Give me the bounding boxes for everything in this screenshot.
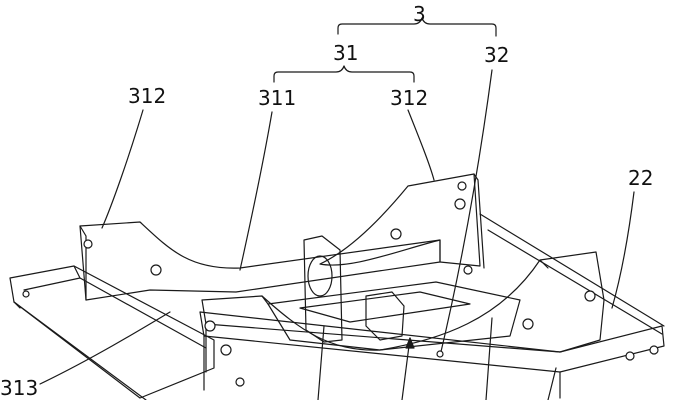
leader-32 bbox=[439, 69, 493, 357]
bolt bbox=[150, 264, 162, 276]
leader-bottom-4 bbox=[547, 367, 557, 400]
bolt bbox=[436, 350, 444, 358]
bolt bbox=[649, 345, 659, 355]
bolt bbox=[522, 318, 534, 330]
ref-numeral-312-right: 312 bbox=[390, 86, 429, 110]
ref-numeral-312-left: 312 bbox=[128, 84, 167, 108]
bolt bbox=[204, 320, 216, 332]
side-plate-right bbox=[319, 173, 481, 267]
bolt bbox=[390, 228, 402, 240]
ref-numeral-32: 32 bbox=[484, 43, 510, 67]
left-tray-inner bbox=[13, 265, 207, 349]
floor-panel bbox=[267, 281, 521, 351]
bolt bbox=[625, 351, 635, 361]
front-plate-inner bbox=[205, 259, 549, 373]
ref-numeral-22: 22 bbox=[628, 166, 654, 190]
leader-313 bbox=[39, 311, 171, 385]
bolt bbox=[463, 265, 473, 275]
leader-312-right bbox=[407, 109, 435, 181]
side-plate-right-flange bbox=[473, 173, 485, 269]
mount-bracket bbox=[303, 235, 343, 343]
base-front-rail-edge bbox=[203, 335, 561, 399]
ref-numeral-311: 311 bbox=[258, 86, 297, 110]
arrow-marker bbox=[405, 337, 415, 349]
side-plate-left bbox=[79, 221, 441, 301]
bolt bbox=[584, 290, 596, 302]
ref-numeral-31: 31 bbox=[333, 41, 359, 65]
leader-311 bbox=[239, 111, 273, 271]
side-plate-left-flange bbox=[79, 225, 87, 301]
brace-31 bbox=[273, 65, 415, 83]
bolt bbox=[457, 181, 467, 191]
bolt bbox=[220, 344, 232, 356]
bolt bbox=[235, 377, 245, 387]
base-right-rail bbox=[479, 213, 665, 335]
left-tray bbox=[9, 265, 215, 399]
bracket-hole bbox=[307, 255, 333, 297]
ref-numeral-3: 3 bbox=[413, 2, 426, 26]
bolt bbox=[83, 239, 93, 249]
ref-numeral-313: 313 bbox=[0, 376, 39, 400]
leader-312-left bbox=[101, 109, 144, 229]
bolt bbox=[22, 290, 30, 298]
leader-bottom-1 bbox=[317, 325, 325, 400]
leader-22 bbox=[611, 191, 635, 309]
small-bracket bbox=[365, 291, 405, 341]
floor-slot bbox=[299, 291, 471, 323]
brace-3 bbox=[337, 17, 497, 37]
leader-bottom-3 bbox=[485, 317, 493, 400]
bolt bbox=[454, 198, 466, 210]
left-tray-front bbox=[13, 301, 147, 400]
